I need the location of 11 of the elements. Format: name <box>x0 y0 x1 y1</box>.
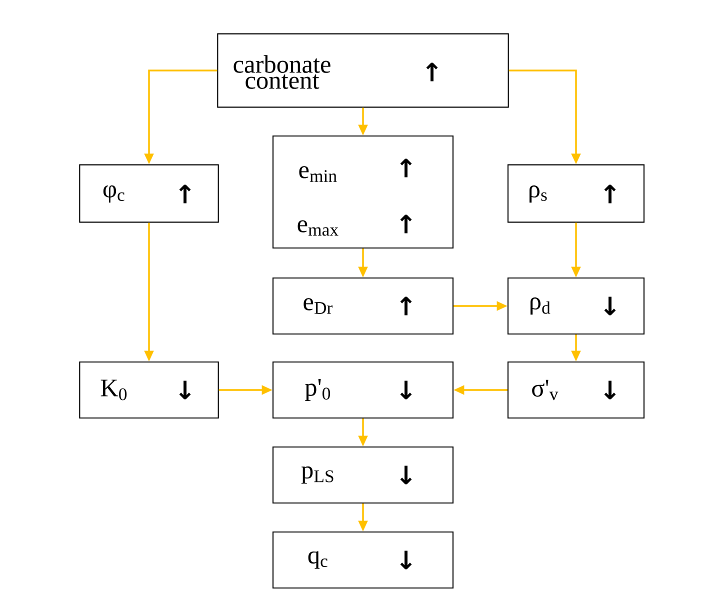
variable-box: p'$_{0}$ ↓ <box>272 361 454 419</box>
variable-box: e$_{Dr}$ ↑ <box>272 277 454 335</box>
variable-box: carbonate content ↑ <box>217 33 509 108</box>
variable-box: ρ$_{d}$ ↓ <box>507 277 645 335</box>
variable-box: e$_{min}$ ↑ e$_{max}$ ↑ <box>272 135 454 249</box>
variable-box: q$_{c}$ ↓ <box>272 531 454 589</box>
variable-box: σ'$_{v}$ ↓ <box>507 361 645 419</box>
variable-box: ρ$_{s}$ ↑ <box>507 164 645 223</box>
variable-box: p$_{LS}$ ↓ <box>272 446 454 504</box>
variable-box: φ$_{c}$ ↑ <box>79 164 219 223</box>
variable-box: K$_{0}$ ↓ <box>79 361 219 419</box>
